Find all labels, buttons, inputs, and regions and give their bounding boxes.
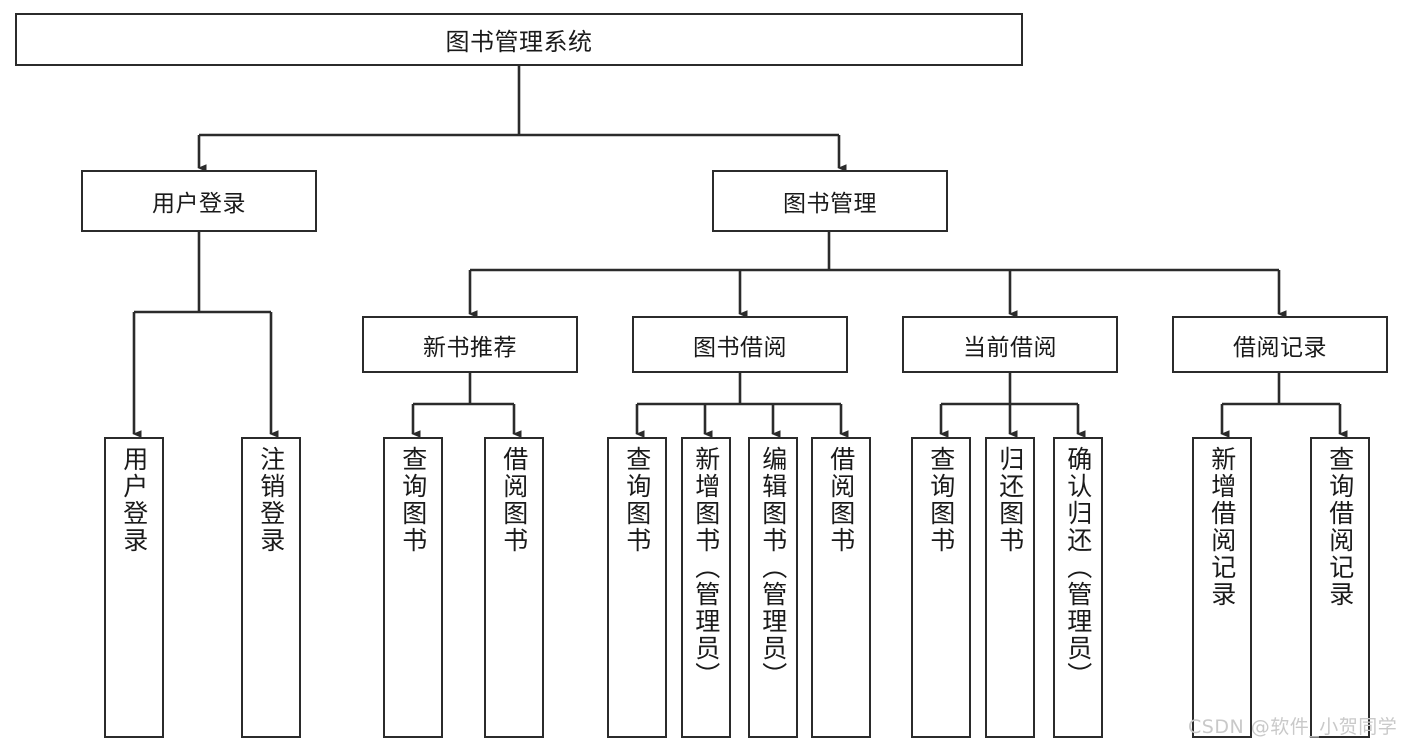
node-label: 注销登录: [256, 446, 286, 554]
leaf-borrow-book-recommendation[interactable]: 借阅图书: [484, 437, 544, 738]
node-label: 借阅图书: [499, 446, 529, 554]
node-label: 用户登录: [119, 446, 149, 554]
node-label: 图书借阅: [693, 334, 787, 361]
node-user-login[interactable]: 用户登录: [81, 170, 317, 232]
node-label: 归还图书: [995, 446, 1025, 554]
leaf-borrow-book[interactable]: 借阅图书: [811, 437, 871, 738]
leaf-logout[interactable]: 注销登录: [241, 437, 301, 738]
leaf-add-borrow-record[interactable]: 新增借阅记录: [1192, 437, 1252, 738]
node-new-book-recommendation[interactable]: 新书推荐: [362, 316, 578, 373]
node-label: 当前借阅: [963, 334, 1057, 361]
node-label: 查询借阅记录: [1325, 446, 1355, 608]
node-label: 借阅记录: [1233, 334, 1327, 361]
watermark: CSDN @软件_小贺同学: [1188, 716, 1398, 738]
node-label: 查询图书: [398, 446, 428, 554]
leaf-confirm-return-admin[interactable]: 确认归还（管理员）: [1053, 437, 1103, 738]
leaf-query-book-recommendation[interactable]: 查询图书: [383, 437, 443, 738]
leaf-edit-book-admin[interactable]: 编辑图书（管理员）: [748, 437, 798, 738]
node-book-management-system[interactable]: 图书管理系统: [15, 13, 1023, 66]
leaf-query-book-current[interactable]: 查询图书: [911, 437, 971, 738]
node-borrowing-record[interactable]: 借阅记录: [1172, 316, 1388, 373]
node-label: 图书管理系统: [445, 28, 593, 56]
node-label: 查询图书: [622, 446, 652, 554]
leaf-query-book-borrowing[interactable]: 查询图书: [607, 437, 667, 738]
node-label: 新书推荐: [423, 334, 517, 361]
node-label: 用户登录: [152, 191, 246, 217]
leaf-return-book[interactable]: 归还图书: [985, 437, 1035, 738]
leaf-query-borrow-record[interactable]: 查询借阅记录: [1310, 437, 1370, 738]
node-current-borrowing[interactable]: 当前借阅: [902, 316, 1118, 373]
node-label: 新增图书（管理员）: [691, 446, 721, 689]
node-label: 借阅图书: [826, 446, 856, 554]
node-label: 新增借阅记录: [1207, 446, 1237, 608]
node-label: 确认归还（管理员）: [1063, 446, 1093, 689]
node-book-management[interactable]: 图书管理: [712, 170, 948, 232]
leaf-add-book-admin[interactable]: 新增图书（管理员）: [681, 437, 731, 738]
node-label: 查询图书: [926, 446, 956, 554]
node-label: 编辑图书（管理员）: [758, 446, 788, 689]
node-book-borrowing[interactable]: 图书借阅: [632, 316, 848, 373]
node-label: 图书管理: [783, 191, 877, 217]
leaf-user-login[interactable]: 用户登录: [104, 437, 164, 738]
